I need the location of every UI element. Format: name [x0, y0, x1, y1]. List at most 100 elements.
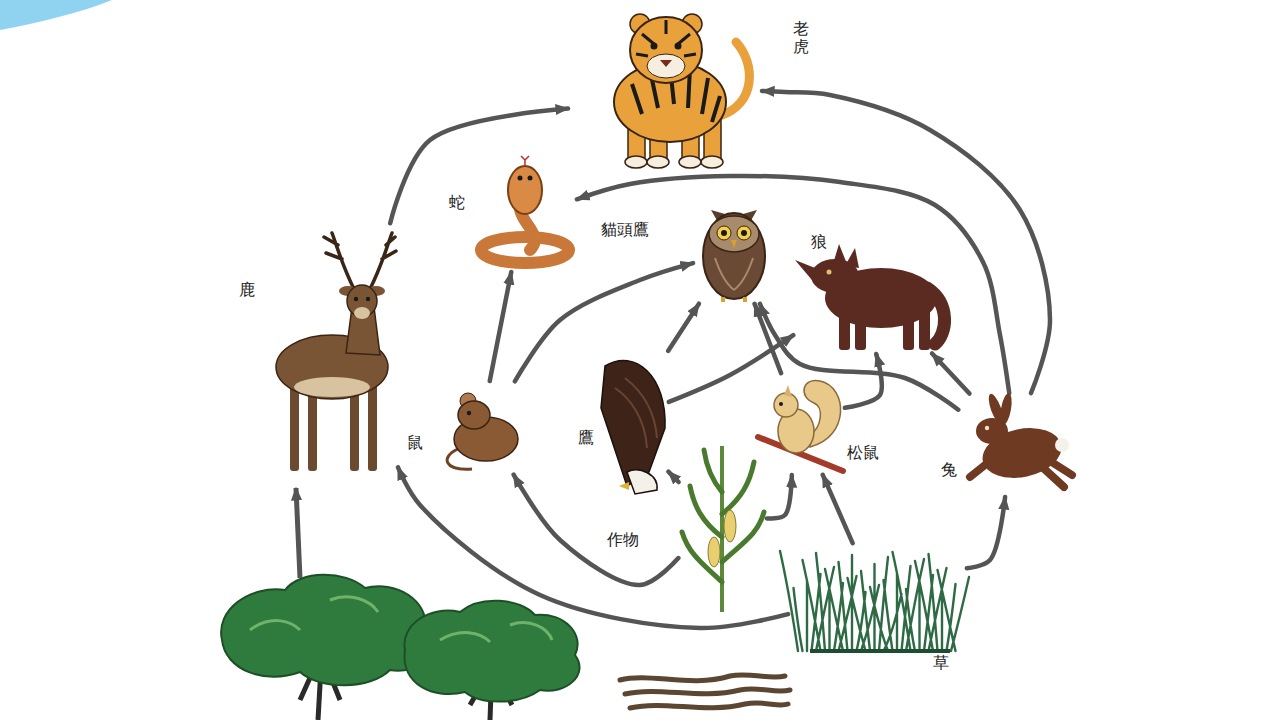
organism-drawing — [703, 210, 765, 302]
tiger-paw — [701, 156, 723, 168]
corner-swoosh — [0, 0, 112, 30]
organism-node: 老虎 — [570, 4, 760, 169]
organism-picture — [790, 545, 965, 655]
organism-picture — [570, 4, 760, 169]
species-label: 草 — [932, 653, 950, 672]
organism-picture — [695, 198, 773, 302]
snake-eye — [528, 176, 533, 181]
organism-drawing — [601, 361, 665, 494]
food-arrow — [515, 263, 693, 381]
deer-antlers — [324, 233, 396, 289]
owl-face — [709, 216, 759, 252]
organism-node: 貓頭鷹 — [695, 198, 773, 302]
mouse-head — [458, 401, 490, 429]
mouse-eye — [467, 411, 471, 415]
organism-node: 狼 — [795, 222, 945, 352]
organism-picture — [438, 383, 523, 473]
species-label: 鼠 — [406, 433, 424, 452]
crop-stalk — [720, 446, 724, 612]
squirrel-eye — [779, 402, 783, 406]
species-label: 鹿 — [238, 280, 256, 299]
organism-drawing — [276, 233, 396, 471]
organism-drawing — [795, 244, 945, 350]
litter-stroke — [620, 675, 790, 708]
organism-drawing — [780, 551, 969, 651]
organism-picture — [470, 160, 575, 270]
food-arrow — [932, 353, 969, 393]
squirrel-head — [774, 393, 798, 417]
species-label: 貓頭鷹 — [600, 220, 650, 239]
tiger-muzzle — [647, 54, 685, 78]
eagle-feathers — [615, 378, 657, 448]
organism-node: 草 — [790, 545, 965, 655]
grass-base — [810, 649, 950, 653]
owl-pupil — [741, 230, 747, 236]
wolf-snout — [795, 260, 817, 286]
tree-group — [221, 575, 579, 720]
wolf-eye — [827, 270, 832, 275]
organism-node: 鹿 — [262, 225, 397, 475]
food-arrow — [967, 497, 1005, 568]
species-label: 作物 — [606, 530, 640, 549]
eagle-beak — [619, 482, 629, 490]
organism-node: 作物 — [680, 442, 765, 612]
tiger-paw — [679, 156, 701, 168]
owl-eye — [717, 226, 731, 240]
squirrel-ear — [784, 385, 792, 397]
organism-picture — [680, 442, 765, 612]
tree-to-deer-arrow — [296, 488, 300, 578]
wolf-ears — [833, 244, 859, 268]
species-label: 鷹 — [577, 428, 595, 447]
species-label: 松鼠 — [846, 443, 880, 462]
food-arrow — [767, 475, 792, 519]
food-arrow — [823, 475, 853, 543]
owl-beak — [731, 240, 737, 248]
organism-picture — [262, 225, 397, 475]
leaf-litter — [620, 675, 790, 708]
organism-drawing — [481, 156, 569, 263]
organism-picture — [758, 375, 843, 473]
deer-eye — [354, 297, 358, 301]
organism-drawing — [758, 380, 843, 471]
food-arrow — [398, 467, 788, 628]
organism-drawing — [614, 14, 749, 168]
owl-body — [703, 213, 765, 299]
rabbit-tail — [1055, 438, 1069, 452]
tiger-nose — [660, 60, 672, 67]
organism-drawing — [970, 392, 1072, 487]
organism-drawing — [447, 393, 518, 469]
organism-drawing — [682, 446, 764, 612]
eagle-head — [627, 470, 657, 494]
tree-crown — [404, 601, 579, 702]
organism-node: 蛇 — [470, 160, 575, 270]
snake-hood — [508, 166, 542, 214]
deer-muzzle — [354, 307, 370, 319]
tiger-head — [630, 17, 702, 83]
snake-eye — [518, 176, 523, 181]
owl-eye — [737, 226, 751, 240]
rabbit-head — [976, 418, 1008, 444]
species-label: 狼 — [810, 232, 828, 251]
tiger-paw — [647, 156, 669, 168]
snake-tongue — [521, 156, 529, 166]
tiger-eye — [675, 43, 682, 50]
organism-picture — [575, 348, 667, 498]
deer-neck — [346, 307, 380, 355]
species-label: 兔 — [940, 460, 958, 479]
eagle-wing — [601, 361, 665, 486]
deer-belly — [294, 377, 370, 397]
owl-pupil — [721, 230, 727, 236]
organism-picture — [960, 395, 1075, 495]
crop-leaves — [682, 450, 764, 582]
crop-cob — [708, 537, 720, 567]
species-label: 老虎 — [792, 20, 810, 55]
food-arrow — [390, 109, 568, 224]
food-arrow — [845, 354, 882, 408]
food-arrow — [762, 91, 1050, 393]
deer-eye — [366, 297, 370, 301]
species-label: 蛇 — [448, 193, 466, 212]
food-arrow — [669, 335, 793, 402]
tiger-paw — [625, 156, 647, 168]
owl-feathers — [715, 258, 753, 290]
